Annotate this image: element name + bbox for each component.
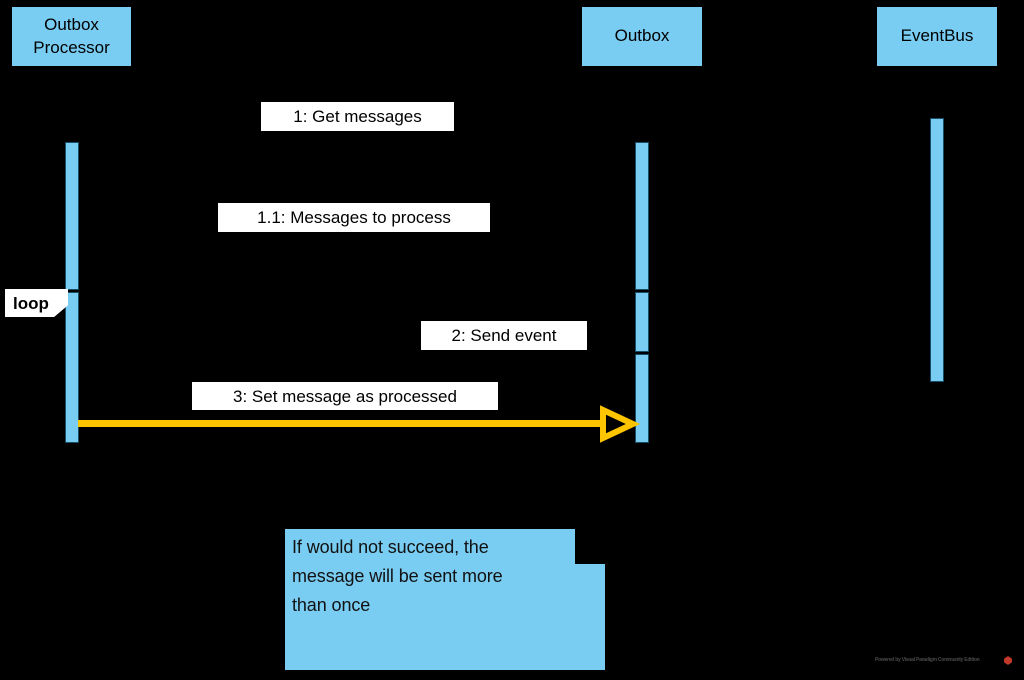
note-text: If would not succeed, the message will b… xyxy=(292,537,503,616)
message-label-3-set-message-as-processed[interactable]: 3: Set message as processed xyxy=(192,382,498,410)
activation-bar-outbox-middle xyxy=(635,292,649,352)
participant-outbox-processor[interactable]: Outbox Processor xyxy=(10,5,133,68)
message-arrow-line xyxy=(78,420,606,427)
message-label-1-1-messages-to-process[interactable]: 1.1: Messages to process xyxy=(218,203,490,232)
participant-outbox[interactable]: Outbox xyxy=(580,5,704,68)
note-body-upper xyxy=(285,529,575,569)
participant-eventbus[interactable]: EventBus xyxy=(875,5,999,68)
activation-bar-outbox-processor-upper xyxy=(65,142,79,290)
note-body-lower xyxy=(285,564,605,670)
activation-bar-outbox-lower xyxy=(635,354,649,443)
message-label-2-send-event[interactable]: 2: Send event xyxy=(421,321,587,350)
activation-bar-outbox-processor-lower xyxy=(65,292,79,443)
message-arrow-head-icon xyxy=(600,405,641,443)
message-label-1-get-messages[interactable]: 1: Get messages xyxy=(261,102,454,131)
watermark-logo-icon xyxy=(1004,656,1012,665)
activation-bar-eventbus xyxy=(930,118,944,382)
activation-bar-outbox-upper xyxy=(635,142,649,290)
watermark-text: Powered by Visual Paradigm Community Edi… xyxy=(875,657,980,663)
fragment-loop-tab[interactable]: loop xyxy=(5,289,68,317)
